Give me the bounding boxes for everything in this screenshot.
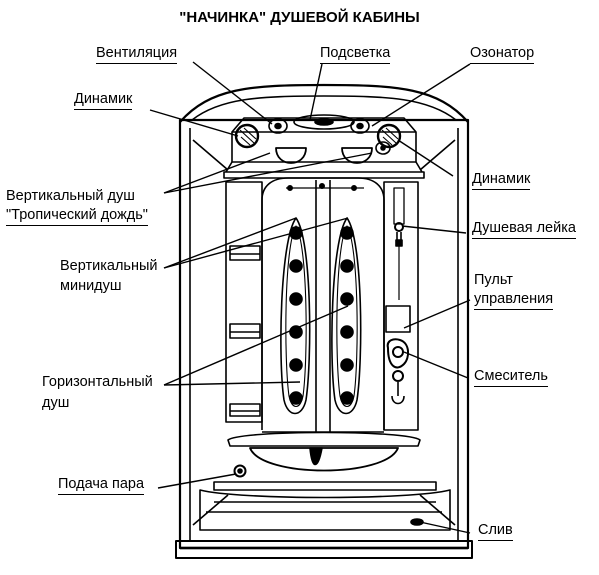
label-speaker-left: Динамик [74,91,133,110]
roof-lamps [275,141,391,164]
speaker-right-grille [376,123,402,149]
label-ventilation: Вентиляция [96,45,178,64]
label-ozonator: Озонатор [470,45,535,64]
shower-tray [199,431,451,531]
right-side-column [383,181,419,431]
label-drain: Слив [478,522,513,541]
label-control-panel-line1: Пульт [474,272,513,288]
label-horizontal-shower-line1: Горизонтальный [42,374,153,390]
cabin-roof [179,83,469,179]
label-speaker-right: Динамик [472,171,531,190]
left-side-panel [225,181,263,423]
jet-panel-right [331,217,362,415]
jet-panel-left [280,217,311,415]
vent-fan [268,118,288,134]
steam-outlet [233,464,247,478]
leader-lines [149,61,471,534]
label-vertical-minishower-line1: Вертикальный [60,258,158,274]
label-mixer: Смеситель [474,368,548,387]
label-vertical-minishower-line2: минидуш [60,278,122,294]
label-steam-supply: Подача пара [58,476,145,495]
label-backlight: Подсветка [320,45,391,64]
back-wall [261,177,385,433]
massage-jets [289,226,354,405]
speaker-left-grille [234,123,260,149]
diagram-title: "НАЧИНКА" ДУШЕВОЙ КАБИНЫ [179,9,420,26]
label-control-panel-line2: управления [474,291,554,310]
label-horizontal-shower-line2: душ [42,395,70,411]
ozonator-unit [350,118,370,134]
label-vertical-shower-line2: "Тропический дождь" [6,207,148,226]
backlight-lamp [293,114,355,130]
label-vertical-shower-line1: Вертикальный душ [6,188,135,204]
label-hand-shower: Душевая лейка [472,220,576,239]
